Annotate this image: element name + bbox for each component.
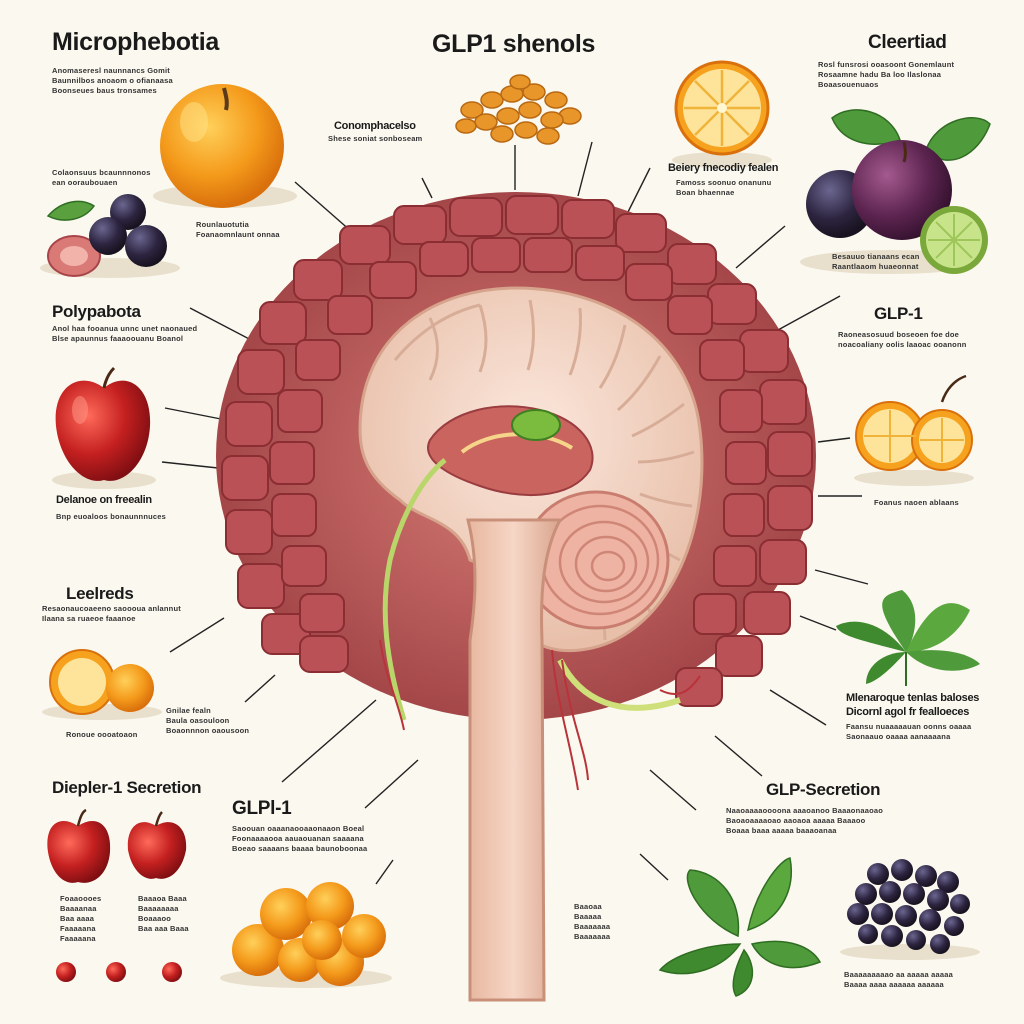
leaf-icon bbox=[658, 857, 822, 997]
caption-berries: Colaonsuus bcaunnnonos ean ooraubouaen bbox=[52, 168, 151, 187]
caption-oranges-right: Foanus naoen ablaans bbox=[874, 498, 959, 507]
heading-apple-left: Delanoe on freealin bbox=[56, 494, 152, 506]
caption-glpl1: Saoouan oaaanaooaaonaaon Boeal Foonaaaao… bbox=[232, 824, 368, 853]
caption-top-left: Anomaseresl naunnancs Gomit Baunnilbos a… bbox=[52, 66, 173, 95]
orange-slice-icon bbox=[854, 374, 974, 486]
heading-glp1-right: GLP-1 bbox=[874, 304, 923, 323]
heading-polypabota: Polypabota bbox=[52, 302, 141, 321]
heading-glpl1: GLPl-1 bbox=[232, 798, 292, 819]
orange-apple-icon bbox=[153, 84, 297, 208]
caption-leelreds: Resaonaucoaeeno saoooua anlannut Ilaana … bbox=[42, 604, 181, 623]
heading-top-left: Microphebotia bbox=[52, 28, 219, 56]
orange-pile-icon bbox=[220, 882, 392, 988]
heading-top-right-small: Beiery fnecodiy fealen bbox=[668, 162, 779, 174]
muscle-segments bbox=[221, 195, 813, 707]
heading-top-center-small: Conomphacelso bbox=[334, 120, 416, 132]
caption-apple-2: Baaaoa Baaa Baaaaaaaa Boaaaoo Baa aaa Ba… bbox=[138, 894, 189, 933]
intestine-folds bbox=[393, 299, 695, 641]
caption-center-left: Gnilae fealn Baula oasouloon Boaonnnon o… bbox=[166, 706, 250, 735]
leader-lines bbox=[161, 141, 869, 885]
heading-glp-secretion: GLP-Secretion bbox=[766, 780, 881, 799]
blueberry-cluster-icon bbox=[40, 194, 180, 278]
caption-polypabota: Anol haa fooanua unnc unet naonaued Blse… bbox=[52, 324, 198, 343]
caption-orange-apple: Rounlauotutia Foanaomnlaunt onnaa bbox=[196, 220, 280, 239]
leaf-icon bbox=[836, 590, 980, 686]
heading-leelreds: Leelreds bbox=[66, 584, 134, 603]
heading-leaf-right: Mlenaroque tenlas baloses bbox=[846, 692, 980, 704]
gut-anatomy bbox=[216, 192, 816, 1002]
berry-cluster-icon bbox=[840, 859, 980, 960]
bean-pile-icon bbox=[455, 74, 582, 145]
caption-plums: Besauuo tianaans ecan Raantlaaom huaeonn… bbox=[832, 252, 920, 271]
caption-top-right-small: Famoss soonuo onanunu Boan bhaennae bbox=[676, 178, 772, 197]
apple-icon bbox=[47, 808, 187, 982]
caption-glp1-right: Raoneasosuud boseoen foe doe noacoaliany… bbox=[838, 330, 967, 349]
caption-berries-bottom: Baaaaaaaaao aa aaaaa aaaaa Baaaa aaaa aa… bbox=[844, 970, 954, 989]
heading-top-center: GLP1 shenols bbox=[432, 30, 596, 58]
caption-oranges-left: Ronoue oooatoaon bbox=[66, 730, 138, 739]
caption-apple-left: Bnp euoaloos bonaunnnuces bbox=[56, 512, 167, 521]
lime-icon bbox=[920, 206, 988, 274]
caption-top-right: Rosl funsrosi ooasoont Gonemlaunt Rosaam… bbox=[818, 60, 955, 89]
heading-top-right: Cleertiad bbox=[868, 32, 947, 53]
orange-slice-icon bbox=[672, 60, 772, 168]
caption-glp-secretion: Naaoaaaaoooona aaaoanoo Baaaonaaoao Baoa… bbox=[726, 806, 884, 835]
orange-pile-icon bbox=[42, 649, 162, 720]
apple-icon bbox=[52, 366, 156, 489]
caption-bottom-center: Baaoaa Baaaaa Baaaaaaa Baaaaaaa bbox=[574, 902, 611, 941]
caption-leaf-right: Faansu nuaaaaauan oonns oaaaa Saonaauo o… bbox=[846, 722, 972, 741]
heading-diepler: Diepler-1 Secretion bbox=[52, 778, 202, 797]
heading-leaf-right-2: Dicornl agol fr fealloeces bbox=[846, 706, 970, 718]
caption-top-center-small: Shese soniat sonboseam bbox=[328, 134, 423, 143]
caption-apple-1: Foaaoooes Baaaanaa Baa aaaa Faaaaana Faa… bbox=[60, 894, 102, 943]
